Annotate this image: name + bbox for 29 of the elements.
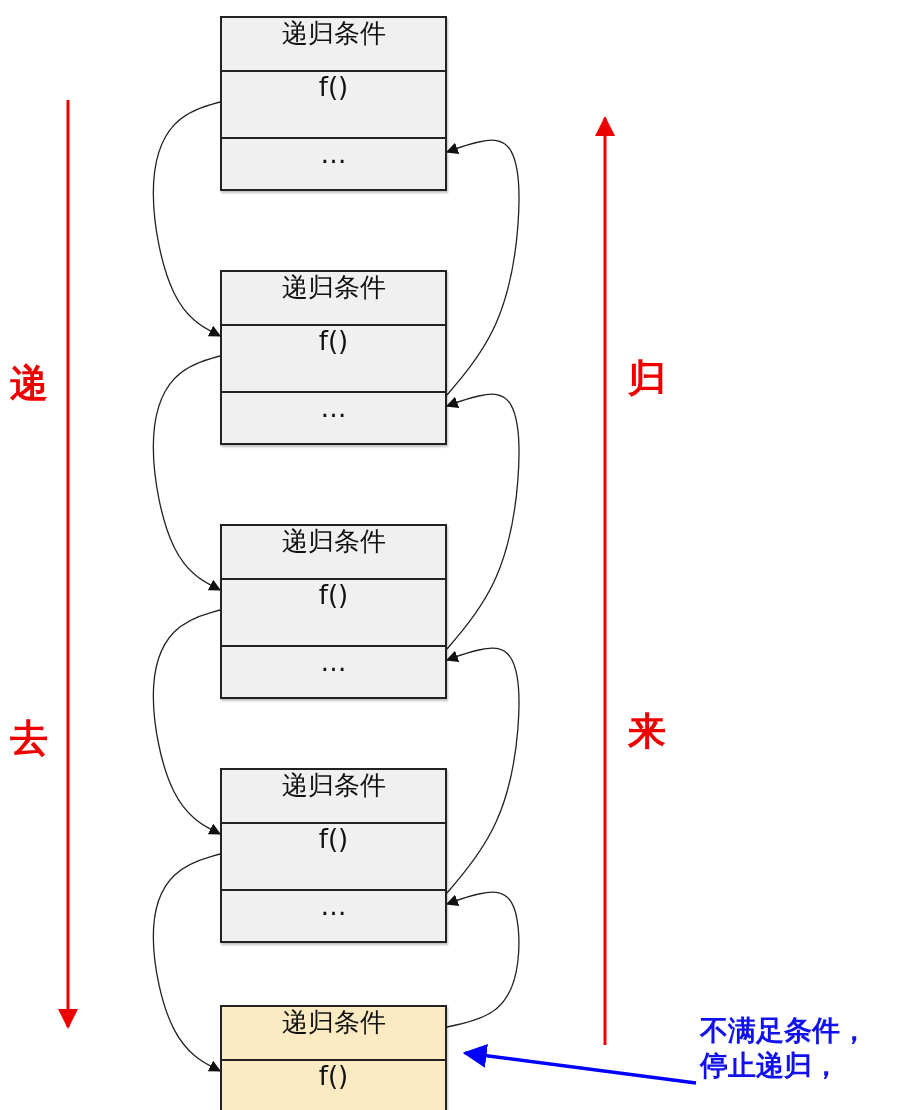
condition-text: 递归条件 [281, 526, 386, 558]
stack-frame-box [220, 524, 447, 699]
direction-label: 归 [628, 355, 666, 402]
ellipsis-text: … [320, 647, 347, 679]
stack-frame-box [220, 1005, 447, 1110]
condition-text: 递归条件 [281, 1007, 386, 1039]
direction-label: 来 [628, 708, 666, 755]
pointer-arrow [462, 1043, 697, 1085]
condition-text: 递归条件 [281, 770, 386, 802]
call-text: f() [318, 824, 349, 856]
call-arrow [152, 609, 222, 835]
direction-label: 递 [10, 360, 48, 407]
call-arrow [152, 853, 222, 1072]
ellipsis-text: … [320, 139, 347, 171]
annotation-text: 不满足条件，停止递归， [700, 1013, 890, 1083]
stack-frame-box [220, 16, 447, 191]
ellipsis-text: … [320, 393, 347, 425]
call-arrow [152, 355, 222, 591]
call-text: f() [318, 580, 349, 612]
condition-text: 递归条件 [281, 18, 386, 50]
call-text: f() [318, 1061, 349, 1093]
condition-text: 递归条件 [281, 272, 386, 304]
stack-frame-box [220, 768, 447, 943]
call-arrow [152, 101, 222, 337]
direction-label: 去 [10, 715, 48, 762]
call-text: f() [318, 326, 349, 358]
call-text: f() [318, 72, 349, 104]
stack-frame-box [220, 270, 447, 445]
ellipsis-text: … [320, 891, 347, 923]
